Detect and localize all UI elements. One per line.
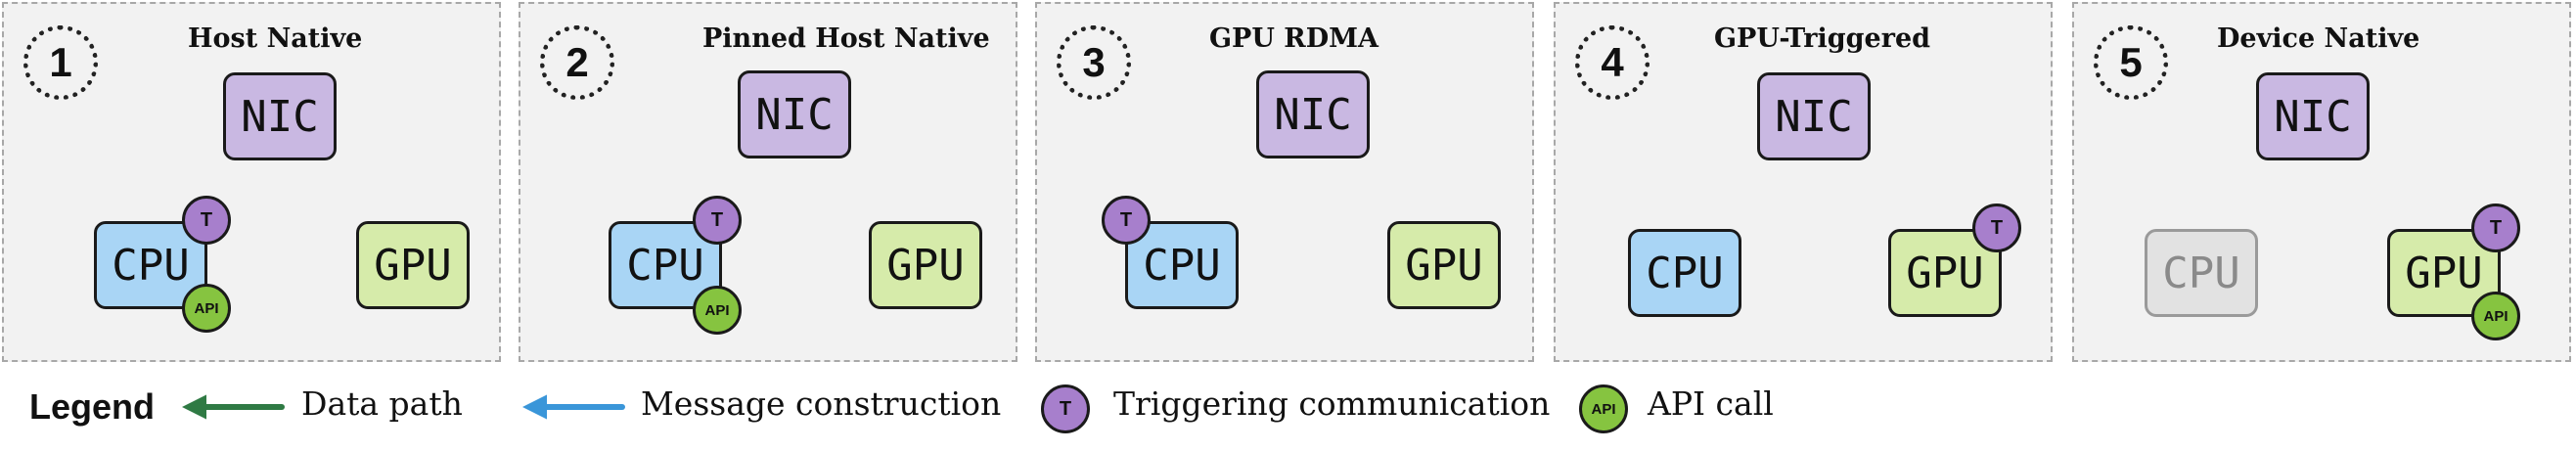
- panel-title: Host Native: [188, 23, 363, 54]
- legend-message-construction-label: Message construction: [641, 384, 1002, 423]
- legend-triggering-label: Triggering communication: [1113, 384, 1551, 423]
- legend-api-call-label: API call: [1648, 384, 1774, 423]
- trigger-badge: T: [693, 196, 742, 245]
- trigger-badge: T: [1102, 196, 1151, 245]
- gpu-box: GPU: [869, 221, 982, 309]
- nic-box: NIC: [1757, 72, 1871, 160]
- cpu-box: CPU: [2145, 229, 2258, 317]
- panel-number: 2: [540, 25, 614, 100]
- panel-pinned-host-native: 2 Pinned Host Native NIC CPU GPU T API: [519, 2, 1017, 362]
- trigger-badge: T: [182, 196, 231, 245]
- panel-title: GPU-Triggered: [1714, 23, 1930, 54]
- panel-title: Device Native: [2217, 23, 2420, 54]
- api-badge: API: [2471, 292, 2520, 340]
- panel-gpu-rdma: 3 GPU RDMA NIC CPU GPU T: [1035, 2, 1534, 362]
- gpu-box: GPU: [356, 221, 470, 309]
- panel-device-native: 5 Device Native NIC CPU GPU T API: [2072, 2, 2571, 362]
- nic-box: NIC: [738, 70, 851, 158]
- panel-title: GPU RDMA: [1209, 23, 1378, 54]
- panel-number: 5: [2094, 25, 2168, 100]
- trigger-badge: T: [2471, 203, 2520, 252]
- legend-data-path-label: Data path: [301, 384, 463, 423]
- legend-api-badge: API: [1579, 384, 1628, 433]
- legend-trigger-badge: T: [1041, 384, 1090, 433]
- panel-title: Pinned Host Native: [702, 23, 990, 54]
- api-badge: API: [182, 284, 231, 333]
- panel-gpu-triggered: 4 GPU-Triggered NIC CPU GPU T: [1554, 2, 2053, 362]
- cpu-box: CPU: [1628, 229, 1741, 317]
- legend-title: Legend: [29, 386, 156, 427]
- cpu-box: CPU: [1125, 221, 1239, 309]
- panel-host-native: 1 Host Native NIC CPU GPU T API: [2, 2, 501, 362]
- panel-number: 3: [1057, 25, 1131, 100]
- nic-box: NIC: [1256, 70, 1370, 158]
- gpu-box: GPU: [1387, 221, 1501, 309]
- api-badge: API: [693, 286, 742, 335]
- trigger-badge: T: [1972, 203, 2021, 252]
- cpu-box: CPU: [94, 221, 207, 309]
- nic-box: NIC: [2256, 72, 2370, 160]
- panel-number: 1: [23, 25, 98, 100]
- panel-number: 4: [1575, 25, 1650, 100]
- nic-box: NIC: [223, 72, 337, 160]
